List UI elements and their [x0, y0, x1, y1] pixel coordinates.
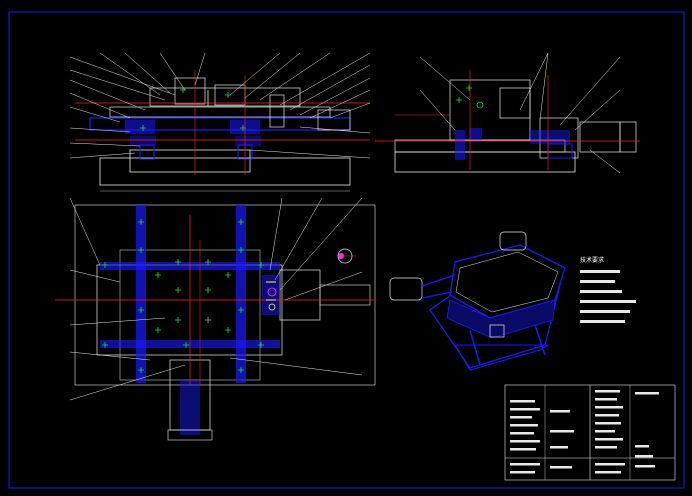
side-section-view [375, 52, 640, 174]
title-block [504, 384, 676, 481]
detail-symbol [337, 248, 356, 264]
isometric-view [389, 231, 566, 371]
drawing-frame [8, 11, 685, 489]
front-section-view [69, 52, 371, 192]
tech-req-title: 技术要求 [580, 256, 604, 264]
technical-requirements: 技术要求 [580, 256, 636, 323]
top-view [55, 197, 376, 441]
